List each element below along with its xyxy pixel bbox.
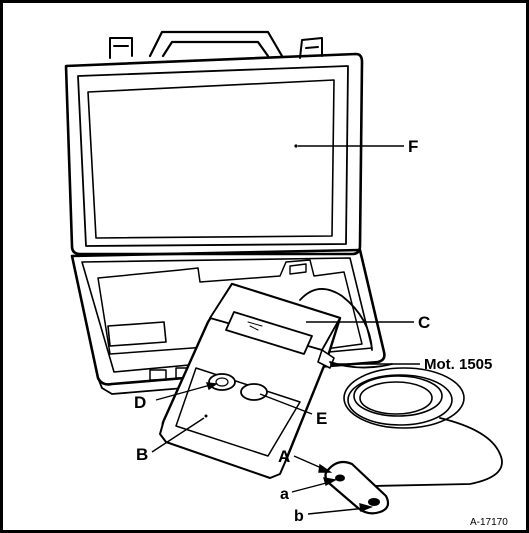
lid-rim [77, 65, 349, 247]
label-b: B [136, 445, 148, 464]
lid-panel-dot [294, 144, 298, 148]
label-c: C [418, 313, 430, 332]
label-a: A [278, 447, 290, 466]
label-small-b: b [294, 508, 304, 525]
label-e: E [316, 409, 327, 428]
arrowhead-d [205, 382, 218, 391]
coil-loop [347, 374, 453, 426]
coil-loop [353, 375, 443, 417]
case-handle [148, 30, 284, 58]
leader-e [259, 393, 313, 415]
leader-small-a [291, 481, 331, 493]
lid-inner-panel [87, 79, 335, 239]
right-latch [299, 37, 323, 59]
probe-hole-b [368, 498, 380, 506]
leader-small-b [307, 507, 367, 515]
lid-outer [64, 52, 364, 256]
label-small-a: a [280, 486, 289, 503]
base-outer [70, 248, 386, 386]
tray-slot [289, 263, 307, 275]
label-f: F [408, 137, 418, 156]
sensor-probe [324, 460, 390, 515]
arrowhead-small-a [323, 477, 338, 487]
tester-display [225, 311, 313, 355]
tester-unit [159, 282, 373, 479]
case-base [70, 248, 386, 395]
probe-hole-a [335, 474, 345, 482]
tray-recess [107, 321, 167, 347]
coil-loop [343, 367, 465, 429]
label-mot: Mot. 1505 [424, 356, 492, 373]
arrowhead-a [318, 463, 333, 473]
leader-d [155, 383, 215, 401]
cable-arc [299, 288, 373, 351]
cable-to-probe [371, 417, 503, 487]
panel-dot [204, 414, 208, 418]
leader-lines [151, 145, 420, 515]
tester-side [159, 419, 287, 479]
button-e[interactable] [240, 383, 268, 401]
left-latch [109, 37, 133, 59]
hinge-clip [149, 369, 167, 381]
label-d: D [134, 393, 146, 412]
base-depth [97, 377, 209, 395]
button-d-inner [215, 377, 229, 387]
reference-code: A-17170 [470, 517, 508, 528]
coil-loop [359, 381, 433, 415]
leader-b [151, 417, 205, 453]
tray-cutout [97, 259, 363, 355]
probe-body [324, 460, 390, 515]
display-hatch [247, 321, 263, 331]
arrowhead-small-b [359, 503, 374, 512]
case-lid [64, 30, 364, 256]
